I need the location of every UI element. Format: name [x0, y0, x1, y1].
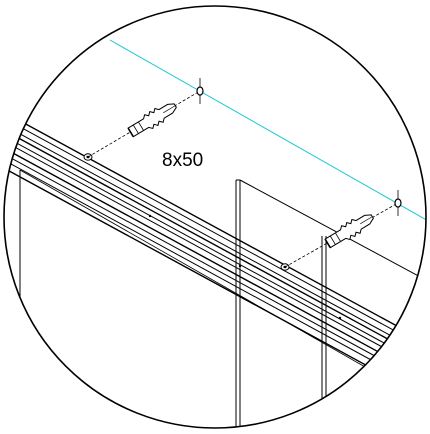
drill-mark-left	[196, 78, 204, 104]
fixing-size-label: 8x50	[162, 150, 203, 171]
detail-circle-outline	[3, 5, 427, 429]
wall-plug-icon	[125, 97, 181, 141]
drill-mark-right	[394, 190, 402, 216]
top-rail-profile	[4, 109, 426, 405]
fixing-axis-right	[284, 202, 399, 268]
detail-view: 8x50	[4, 39, 426, 428]
rail-marks	[148, 214, 342, 320]
wall-plug-icon	[322, 208, 378, 252]
drill-guide-line	[109, 39, 426, 223]
